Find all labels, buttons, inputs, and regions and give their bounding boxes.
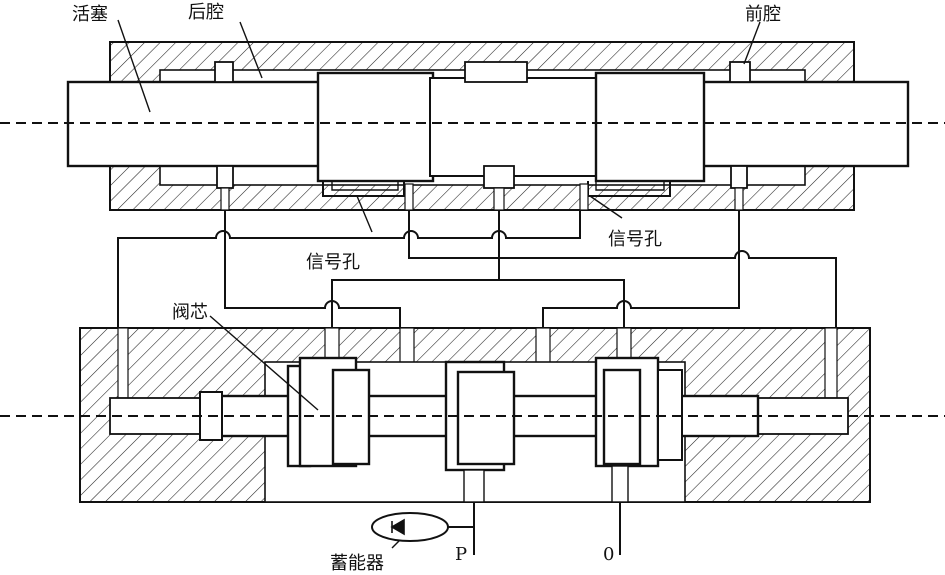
leader-accumulator xyxy=(391,539,401,549)
piston-mid-section xyxy=(429,77,601,177)
valve-passage-right xyxy=(824,327,838,399)
valve-land-center-inner xyxy=(456,370,516,466)
drill-hole-2 xyxy=(404,183,414,211)
piston-land-2 xyxy=(594,71,706,183)
label-port-0: 0 xyxy=(603,544,614,565)
line-center-to-right xyxy=(499,250,837,328)
port-p-passage xyxy=(463,469,485,503)
label-signal-hole-right: 信号孔 xyxy=(608,229,662,250)
line-front-to-valve xyxy=(542,210,740,328)
leader-signal-left xyxy=(356,195,373,233)
piston-land-1 xyxy=(316,71,435,183)
label-front-chamber: 前腔 xyxy=(745,4,781,25)
valve-passage-c xyxy=(535,327,551,365)
rear-chamber-port-top xyxy=(214,61,234,83)
output-lines xyxy=(371,502,621,555)
line-center-to-valve-d xyxy=(499,279,625,328)
labels: 活塞 后腔 前腔 信号孔 信号孔 阀芯 蓄能器 P 0 xyxy=(72,2,781,574)
signal-groove-right-inner xyxy=(595,181,665,191)
line-center-to-valve-a xyxy=(331,258,500,328)
rear-port-bottom xyxy=(216,165,234,189)
drill-hole-5 xyxy=(734,187,744,211)
center-port-bottom xyxy=(483,165,515,189)
drill-hole-1 xyxy=(220,187,230,211)
label-rear-chamber: 后腔 xyxy=(188,2,224,23)
port-0-passage xyxy=(611,465,629,503)
leader-signal-right xyxy=(589,195,623,219)
line-signal-left xyxy=(408,210,500,259)
valve-passage-b xyxy=(399,327,415,365)
label-valve-core: 阀芯 xyxy=(172,302,208,323)
leader-piston xyxy=(117,19,151,113)
label-port-p: P xyxy=(455,544,467,565)
drill-hole-3 xyxy=(493,187,505,211)
valve-passage-left xyxy=(117,327,129,399)
leader-valve-core xyxy=(209,315,319,411)
leader-front-chamber xyxy=(743,21,761,65)
signal-groove-left-inner xyxy=(331,181,399,191)
front-port-bottom xyxy=(730,165,748,189)
accumulator-symbol xyxy=(371,512,449,542)
label-piston: 活塞 xyxy=(72,4,108,25)
leader-rear-chamber xyxy=(239,21,263,79)
connecting-lines xyxy=(117,210,837,328)
upper-cylinder xyxy=(66,41,910,211)
line-top-horizontal xyxy=(117,210,581,328)
accumulator-arrow-icon xyxy=(390,518,405,536)
label-signal-hole-left: 信号孔 xyxy=(306,252,360,273)
label-accumulator: 蓄能器 xyxy=(330,553,384,574)
front-chamber-port-top xyxy=(729,61,751,83)
leader-lines xyxy=(117,19,761,549)
center-port-top xyxy=(464,61,528,83)
signal-groove-left xyxy=(322,181,405,197)
drill-hole-4 xyxy=(579,183,589,211)
